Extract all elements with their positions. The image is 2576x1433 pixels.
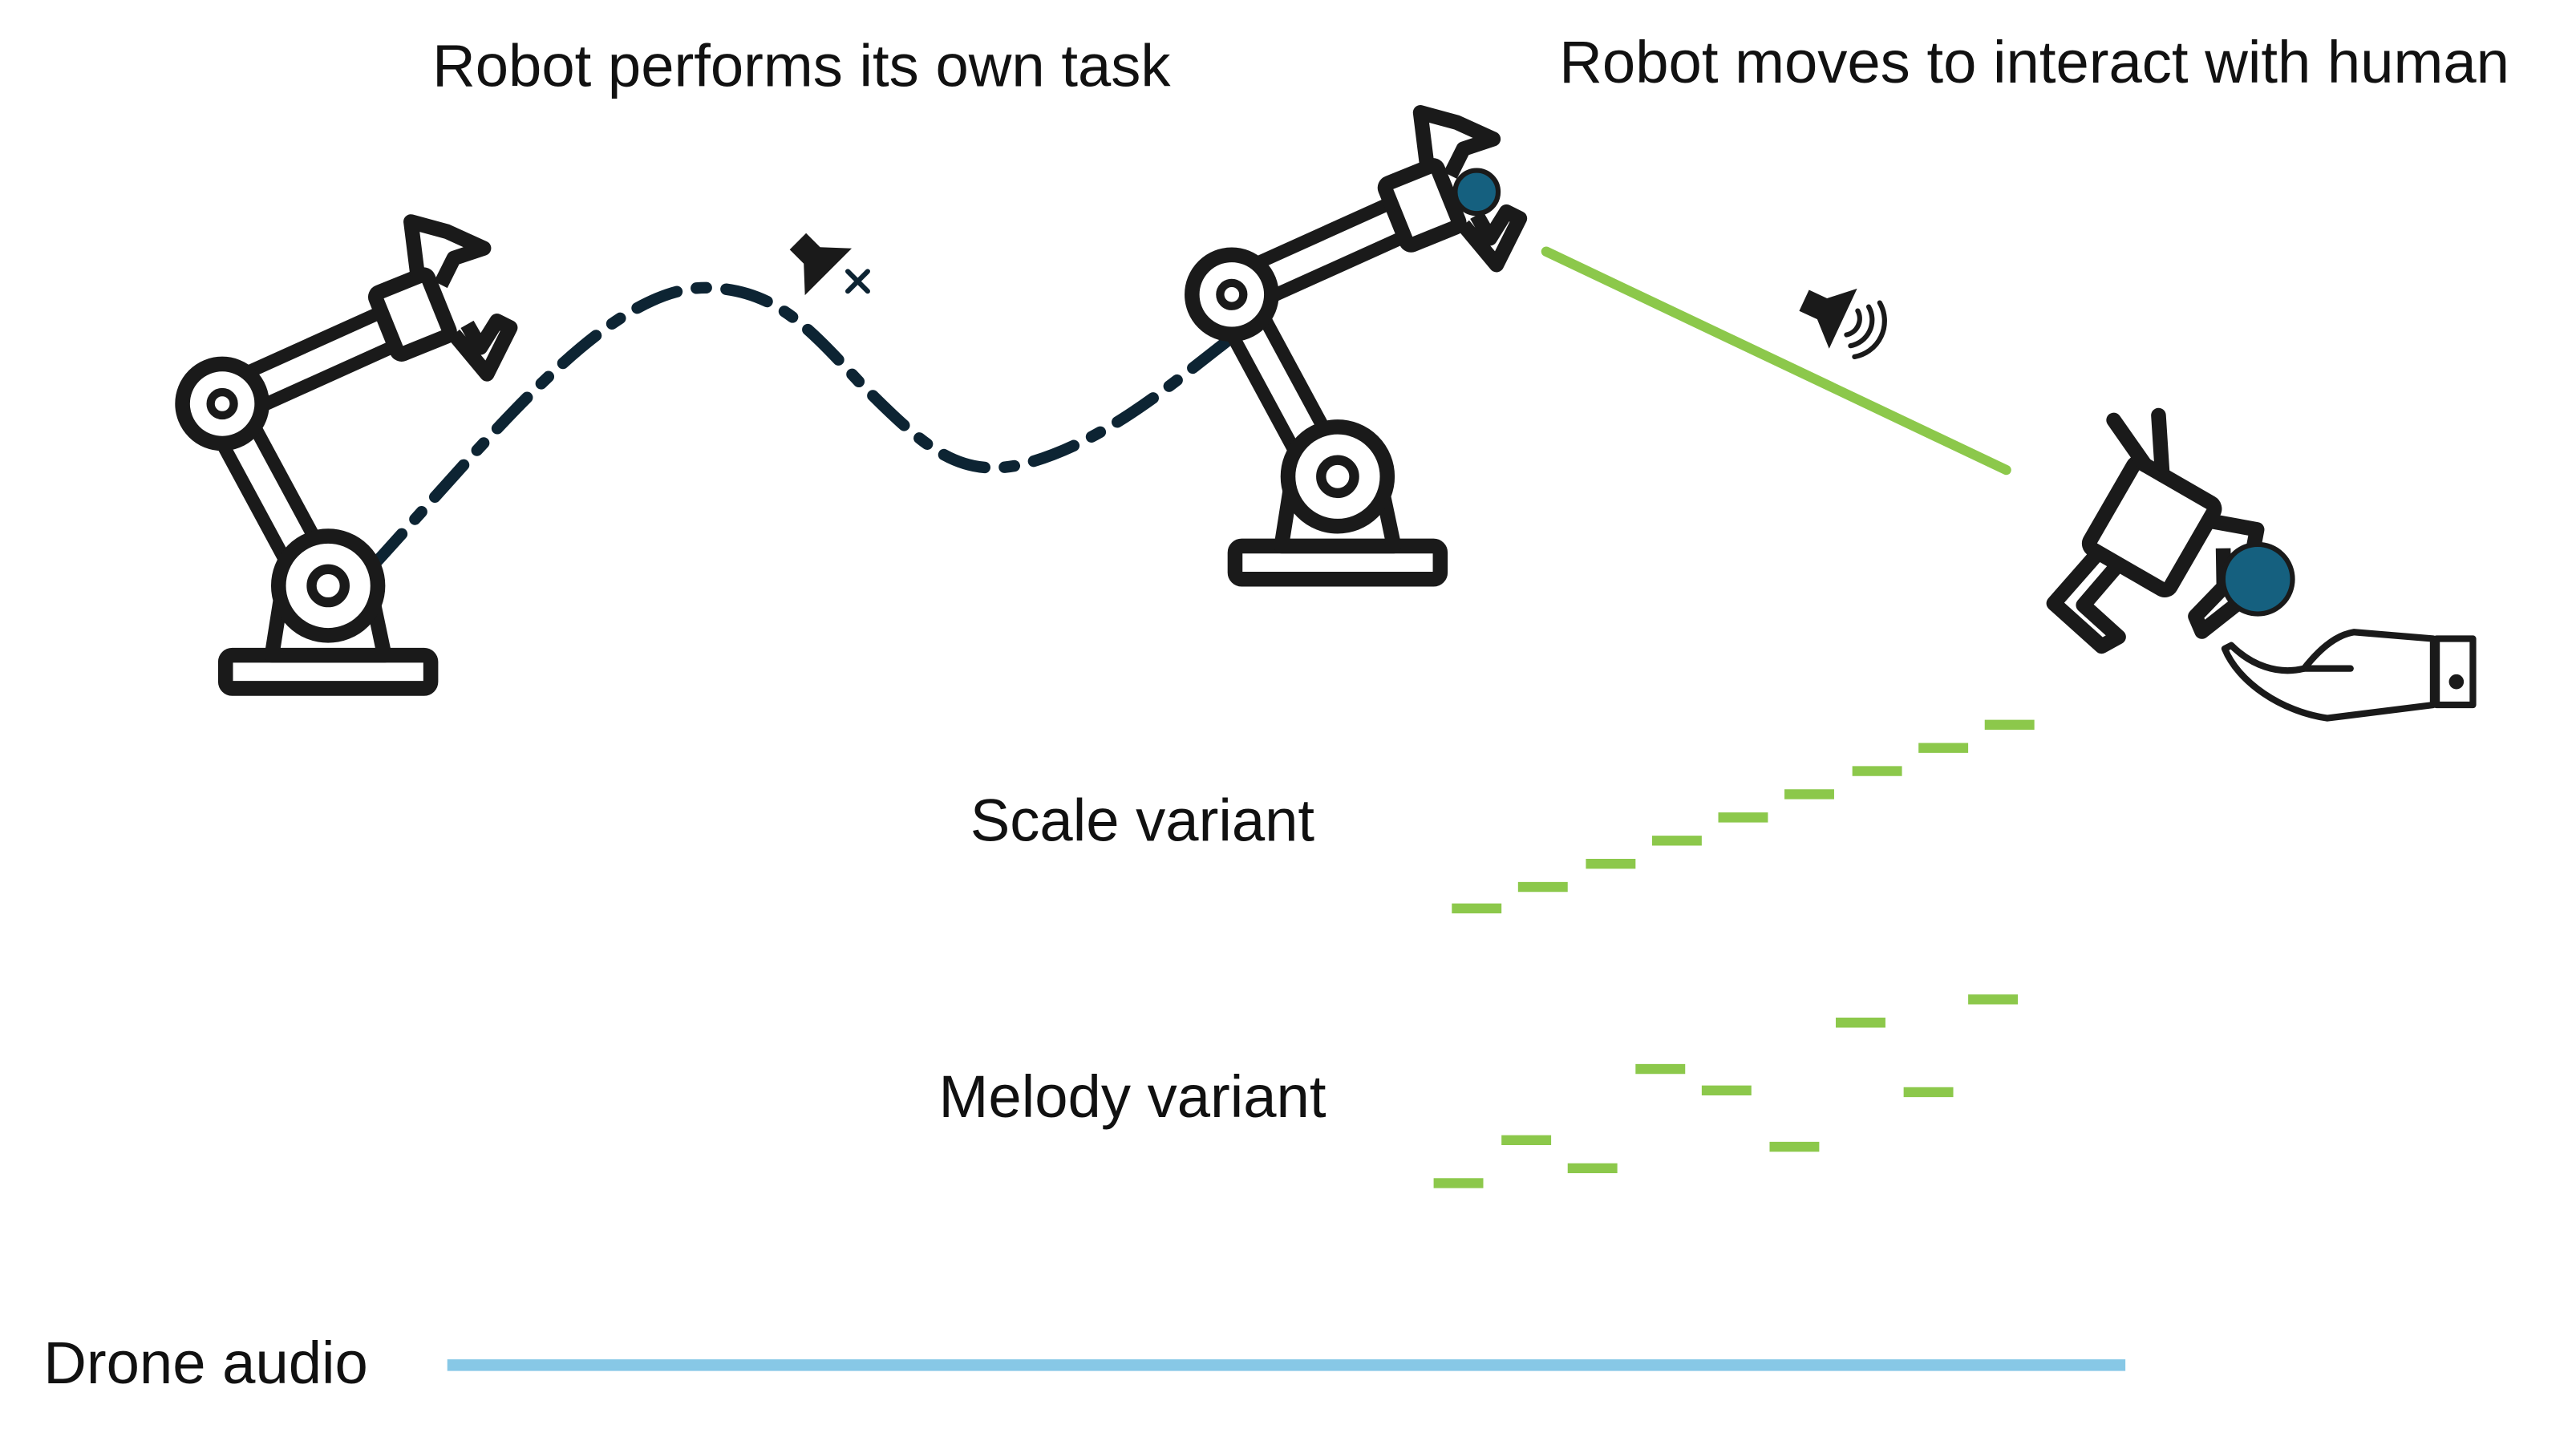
speaker-sound-icon [1799, 288, 1887, 360]
task-phase-title: Robot performs its own task [432, 32, 1171, 99]
ball-icon [1452, 168, 1501, 217]
scale-variant-notes [1452, 719, 2035, 914]
scale-variant-label: Scale variant [970, 787, 1315, 853]
ball-icon-handover [2220, 541, 2295, 617]
open-hand-icon [2221, 629, 2477, 722]
approach-path [1541, 246, 2011, 476]
mute-cross-icon [845, 269, 870, 294]
melody-variant-notes [1433, 994, 2019, 1188]
drone-audio-label: Drone audio [43, 1330, 368, 1396]
robot-arm-icon [183, 222, 511, 689]
interact-phase-title: Robot moves to interact with human [1559, 29, 2509, 95]
robot-gripper-icon [2046, 407, 2265, 654]
task-trajectory-path [367, 281, 1238, 572]
melody-variant-label: Melody variant [939, 1063, 1326, 1130]
speaker-muted-icon [789, 233, 853, 296]
